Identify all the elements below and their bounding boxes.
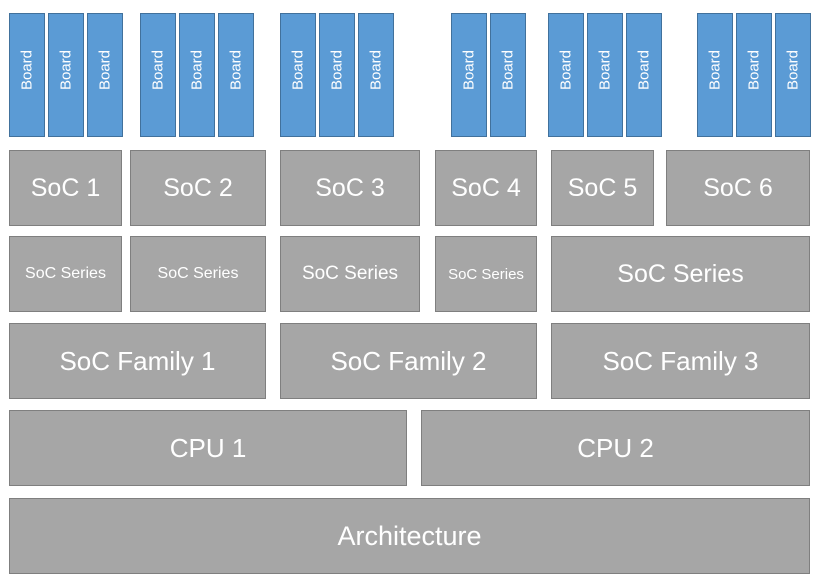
board-block: Board xyxy=(587,13,623,137)
board-label: Board xyxy=(328,49,346,91)
board-block: Board xyxy=(218,13,254,137)
soc-family-2-block: SoC Family 2 xyxy=(280,323,537,399)
board-label: Board xyxy=(460,49,478,91)
soc-series-block: SoC Series xyxy=(9,236,122,312)
board-label: Board xyxy=(499,49,517,91)
board-label: Board xyxy=(188,49,206,91)
board-label: Board xyxy=(557,49,575,91)
soc-series-block: SoC Series xyxy=(551,236,810,312)
soc-3-block: SoC 3 xyxy=(280,150,420,226)
board-block: Board xyxy=(179,13,215,137)
board-label: Board xyxy=(96,49,114,91)
board-block: Board xyxy=(319,13,355,137)
architecture-block: Architecture xyxy=(9,498,810,574)
board-block: Board xyxy=(697,13,733,137)
board-label: Board xyxy=(227,49,245,91)
board-block: Board xyxy=(87,13,123,137)
cpu-1-block: CPU 1 xyxy=(9,410,407,486)
soc-family-3-block: SoC Family 3 xyxy=(551,323,810,399)
soc-family-1-block: SoC Family 1 xyxy=(9,323,266,399)
board-label: Board xyxy=(745,49,763,91)
board-block: Board xyxy=(358,13,394,137)
soc-series-block: SoC Series xyxy=(130,236,266,312)
board-block: Board xyxy=(48,13,84,137)
board-label: Board xyxy=(18,49,36,91)
soc-5-block: SoC 5 xyxy=(551,150,654,226)
board-label: Board xyxy=(596,49,614,91)
soc-6-block: SoC 6 xyxy=(666,150,810,226)
board-label: Board xyxy=(289,49,307,91)
soc-series-block: SoC Series xyxy=(280,236,420,312)
board-label: Board xyxy=(706,49,724,91)
board-block: Board xyxy=(280,13,316,137)
cpu-2-block: CPU 2 xyxy=(421,410,810,486)
board-block: Board xyxy=(736,13,772,137)
board-block: Board xyxy=(775,13,811,137)
board-block: Board xyxy=(451,13,487,137)
board-block: Board xyxy=(548,13,584,137)
board-block: Board xyxy=(626,13,662,137)
board-label: Board xyxy=(367,49,385,91)
board-label: Board xyxy=(635,49,653,91)
board-label: Board xyxy=(784,49,802,91)
soc-series-block: SoC Series xyxy=(435,236,537,312)
board-block: Board xyxy=(9,13,45,137)
board-label: Board xyxy=(149,49,167,91)
soc-2-block: SoC 2 xyxy=(130,150,266,226)
board-block: Board xyxy=(140,13,176,137)
soc-1-block: SoC 1 xyxy=(9,150,122,226)
board-label: Board xyxy=(57,49,75,91)
board-block: Board xyxy=(490,13,526,137)
soc-4-block: SoC 4 xyxy=(435,150,537,226)
